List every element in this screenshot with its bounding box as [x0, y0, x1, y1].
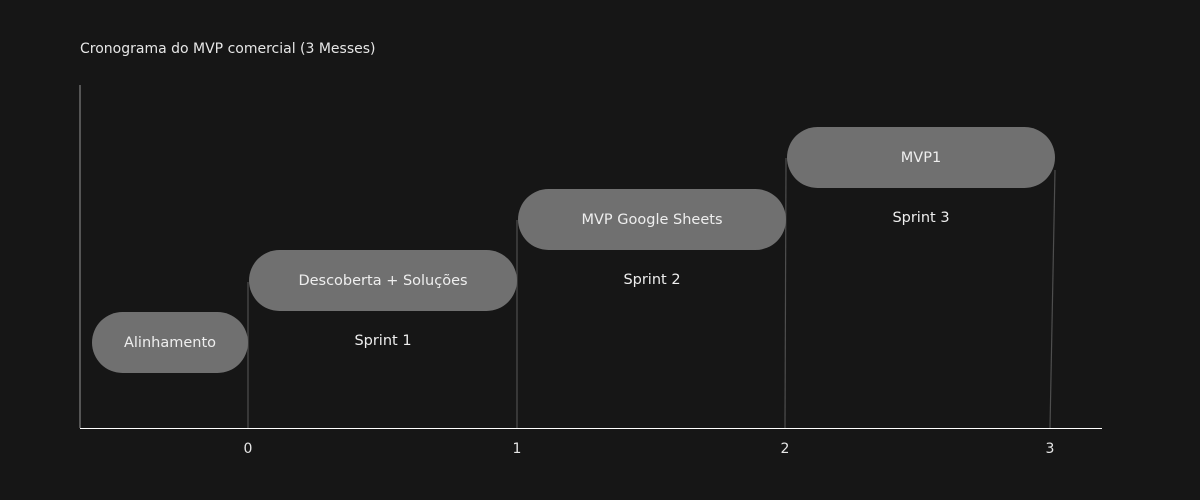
- sprint-label-1: Sprint 1: [354, 333, 412, 349]
- x-tick-label-1: 1: [512, 441, 522, 457]
- x-tick-label-3: 3: [1045, 441, 1055, 457]
- sprint-label-3: Sprint 3: [892, 210, 950, 226]
- sprint-label-2: Sprint 2: [623, 272, 681, 288]
- phase-bar-mvp1: MVP1: [787, 127, 1055, 188]
- connector-line-2: [784, 157, 787, 429]
- phase-bar-mvp-google-sheets: MVP Google Sheets: [518, 189, 786, 250]
- x-tick-label-0: 0: [243, 441, 253, 457]
- connector-line-3: [1049, 169, 1056, 429]
- phase-bar-alinhamento: Alinhamento: [92, 312, 248, 373]
- phase-bar-descoberta: Descoberta + Soluções: [249, 250, 517, 311]
- x-tick-label-2: 2: [780, 441, 790, 457]
- chart-title: Cronograma do MVP comercial (3 Messes): [80, 41, 376, 57]
